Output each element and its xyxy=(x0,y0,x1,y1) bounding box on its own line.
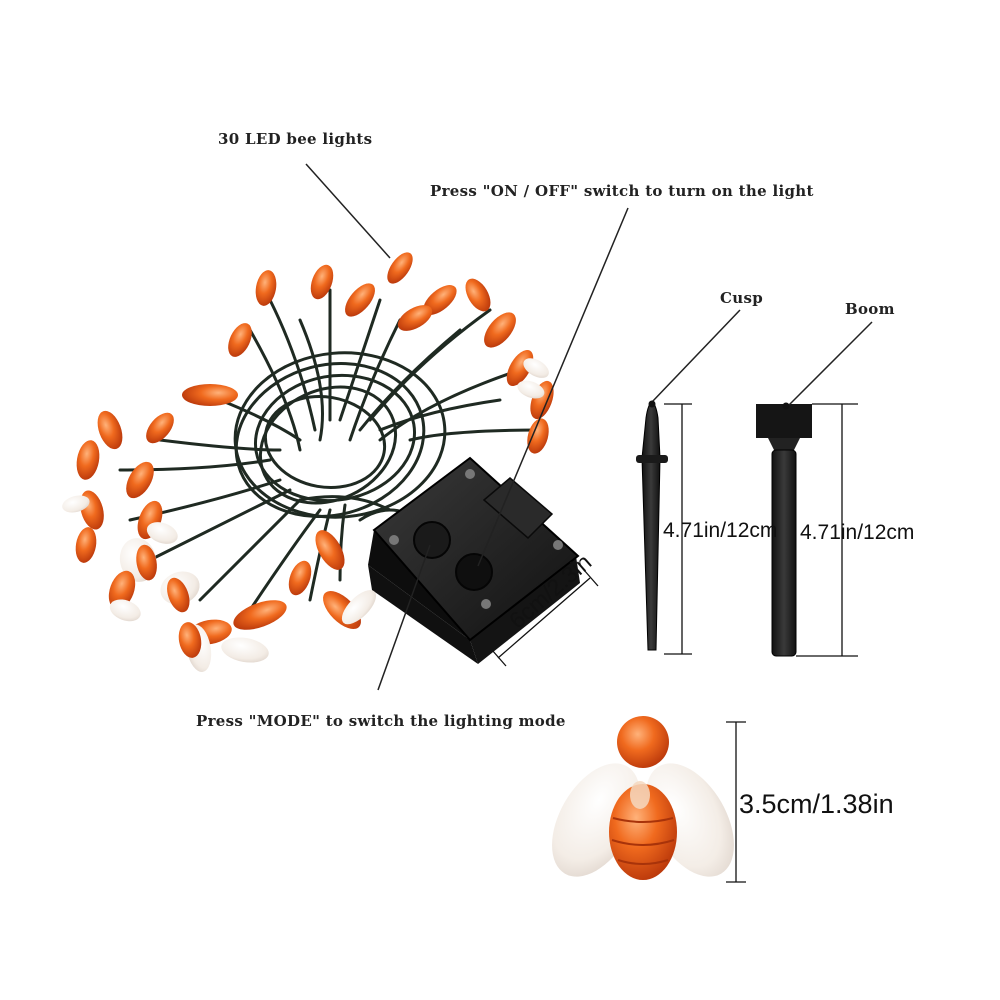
bee-detail xyxy=(552,716,734,880)
dimension-lines xyxy=(491,403,858,883)
boom-stake xyxy=(756,404,812,657)
callout-dots xyxy=(648,400,790,410)
boom-label: Boom xyxy=(845,300,895,318)
cusp-length-label: 4.71in/12cm xyxy=(663,519,778,542)
cusp-label: Cusp xyxy=(720,289,763,307)
bee-lights-label: 30 LED bee lights xyxy=(218,130,373,148)
on-off-label: Press "ON / OFF" switch to turn on the l… xyxy=(430,182,814,200)
callout-lines xyxy=(305,163,873,691)
bee-lights-string xyxy=(62,252,554,672)
wire-bundle xyxy=(118,288,542,612)
mode-label: Press "MODE" to switch the lighting mode xyxy=(196,712,566,730)
bee-size-label: 3.5cm/1.38in xyxy=(739,789,894,819)
boom-length-label: 4.71in/12cm xyxy=(800,521,915,544)
solar-control-box xyxy=(368,456,580,664)
